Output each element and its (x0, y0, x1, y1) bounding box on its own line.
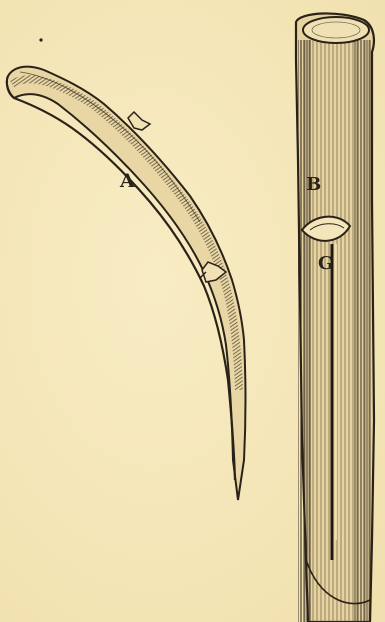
ink-speck (39, 38, 42, 41)
label-b: B (306, 176, 321, 194)
label-g: G (318, 255, 333, 273)
stock-branch (296, 13, 374, 622)
label-a: A (120, 172, 135, 191)
scion-twig (7, 67, 246, 500)
